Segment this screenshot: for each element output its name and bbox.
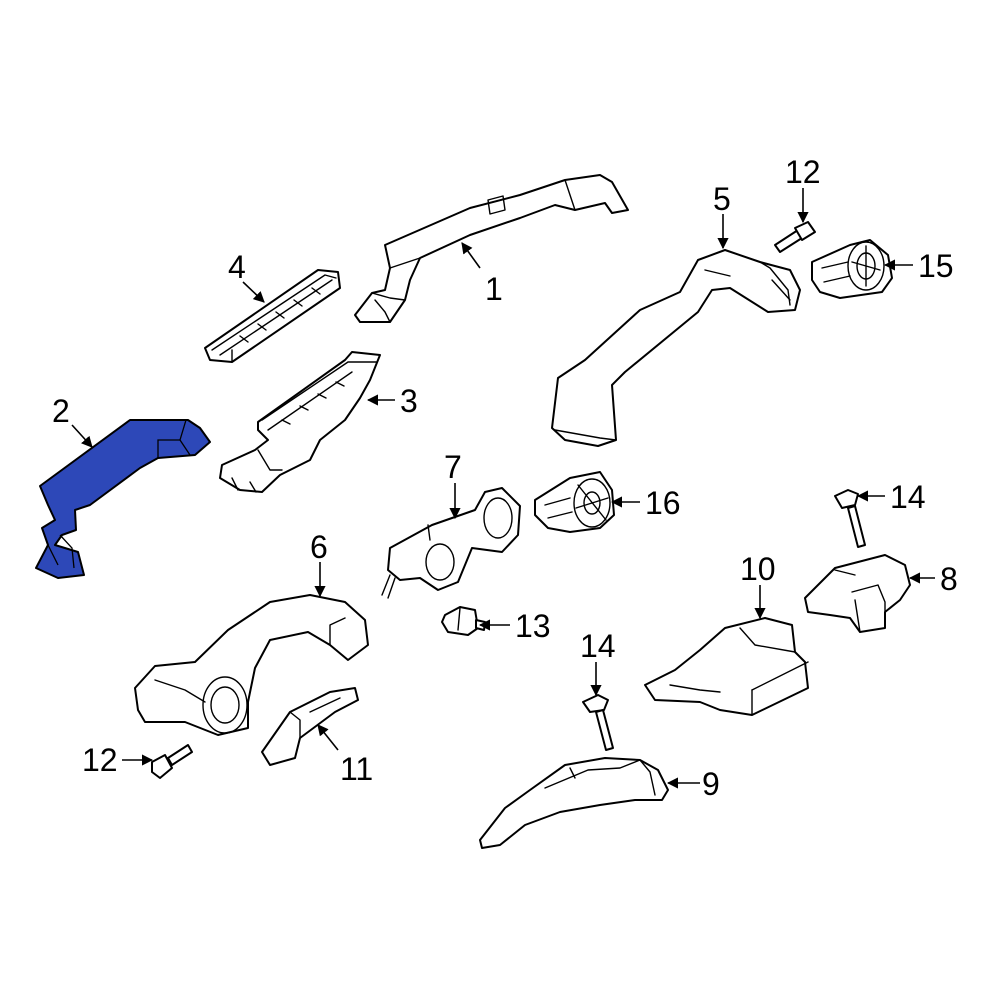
part-3-vent-housing[interactable]: [219, 351, 381, 493]
callout-10: 10: [740, 551, 776, 587]
callout-13: 13: [515, 608, 551, 644]
callout-14-bottom: 14: [580, 628, 616, 664]
part-14-fastener-bottom[interactable]: [582, 694, 614, 751]
part-15-round-vent[interactable]: [811, 239, 893, 299]
callout-8: 8: [940, 561, 958, 597]
part-1-duct[interactable]: [354, 174, 629, 323]
callout-7: 7: [444, 449, 462, 485]
part-8-bracket[interactable]: [804, 554, 911, 633]
part-13-knob[interactable]: [441, 606, 486, 636]
part-16-round-vent[interactable]: [534, 471, 615, 533]
callout-labels: 1 2 3 4 5 6 7 8 9 10 11 12 12 13 14 14 1…: [52, 154, 958, 802]
callout-1: 1: [485, 271, 503, 307]
callout-15: 15: [918, 248, 954, 284]
callout-5: 5: [713, 181, 731, 217]
part-6-duct[interactable]: [134, 594, 369, 736]
callout-12-top: 12: [785, 154, 821, 190]
callout-11: 11: [340, 751, 373, 787]
callout-2: 2: [52, 393, 70, 429]
part-9-lower-duct[interactable]: [479, 757, 669, 849]
callout-16: 16: [645, 485, 681, 521]
part-5-duct[interactable]: [551, 249, 801, 447]
part-14-fastener-top[interactable]: [834, 489, 866, 548]
part-4-vent-grille[interactable]: [204, 269, 341, 363]
callout-12-bottom: 12: [82, 742, 118, 778]
part-7-vent-assembly[interactable]: [381, 487, 521, 599]
part-12-bolt-top[interactable]: [774, 221, 816, 253]
callout-6: 6: [310, 529, 328, 565]
callout-4: 4: [228, 249, 246, 285]
part-11-bracket[interactable]: [261, 687, 359, 766]
callout-3: 3: [400, 383, 418, 419]
part-12-bolt-bottom[interactable]: [151, 744, 193, 779]
callout-9: 9: [702, 766, 720, 802]
part-10-housing[interactable]: [644, 617, 809, 716]
part-2-duct-highlighted[interactable]: [35, 419, 211, 579]
callout-14-top: 14: [890, 479, 926, 515]
leader-lines: [71, 188, 935, 789]
